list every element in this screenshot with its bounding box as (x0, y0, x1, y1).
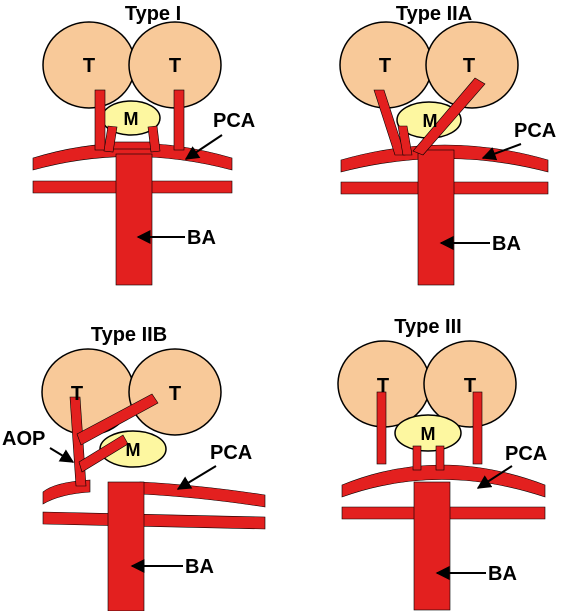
ba-label: BA (492, 233, 521, 255)
pca-label: PCA (514, 120, 556, 142)
aop-label: AOP (2, 428, 45, 450)
perforator-right-inner (147, 125, 161, 153)
perforator-inner-right (435, 445, 445, 471)
perforator-left (94, 89, 106, 151)
perforator-right (173, 89, 185, 151)
aop-branch-upper (76, 393, 159, 446)
midbrain-label: M (126, 440, 141, 460)
panel-type-iii: Type III T T M PCA BA (337, 316, 547, 611)
basilar-artery (115, 153, 153, 286)
thalamus-right (128, 348, 222, 436)
pca-label: PCA (210, 442, 252, 464)
thalamus-left-label: T (83, 55, 95, 77)
perforator-inner (397, 125, 413, 156)
thalamus-left-label: T (377, 375, 389, 397)
ba-label: BA (185, 556, 214, 578)
basilar-artery (107, 481, 145, 611)
aop-arrow (49, 447, 75, 463)
thalamus-right (423, 340, 517, 428)
posterior-cerebral-artery-arcade (341, 464, 546, 498)
pca-arrow (184, 134, 223, 160)
thalamus-right-label: T (464, 375, 476, 397)
perforator-left-inner (103, 125, 118, 153)
perforator-inner-left (412, 445, 422, 471)
pca-label: PCA (213, 110, 255, 132)
thalamus-right-label: T (169, 383, 181, 405)
pca-arrow (176, 465, 217, 490)
perforator-right (472, 391, 483, 465)
midbrain-label: M (124, 109, 139, 129)
thalamus-left-label: T (71, 383, 83, 405)
thalamus-right-label: T (169, 55, 181, 77)
perforator-right (412, 77, 486, 156)
pca-label: PCA (505, 443, 547, 465)
pca-arrow (476, 465, 513, 489)
panel-title: Type I (125, 3, 181, 25)
perforator-left (376, 391, 387, 465)
panel-type-iib: Type IIB T T M AOP PCA BA (2, 324, 266, 611)
ba-label: BA (187, 227, 216, 249)
panel-type-i: Type I T T M PCA BA (32, 3, 255, 286)
midbrain (394, 414, 462, 452)
midbrain-label: M (421, 424, 436, 444)
aop-branch-lower (78, 434, 129, 473)
pca-arrow (481, 143, 522, 161)
pca-right (139, 481, 266, 508)
thalamus-right-label: T (463, 55, 475, 77)
panel-title: Type IIB (91, 324, 167, 346)
basilar-artery (413, 481, 451, 611)
midbrain-label: M (423, 111, 438, 131)
panel-type-iia: Type IIA T T M PCA BA (339, 3, 556, 286)
superior-cerebellar-artery (42, 511, 266, 530)
ba-label: BA (488, 563, 517, 585)
panel-title: Type III (394, 316, 461, 338)
basilar-artery (417, 149, 455, 286)
panel-title: Type IIA (396, 3, 472, 25)
thalamus-left-label: T (379, 55, 391, 77)
thalamus-right (425, 21, 519, 109)
